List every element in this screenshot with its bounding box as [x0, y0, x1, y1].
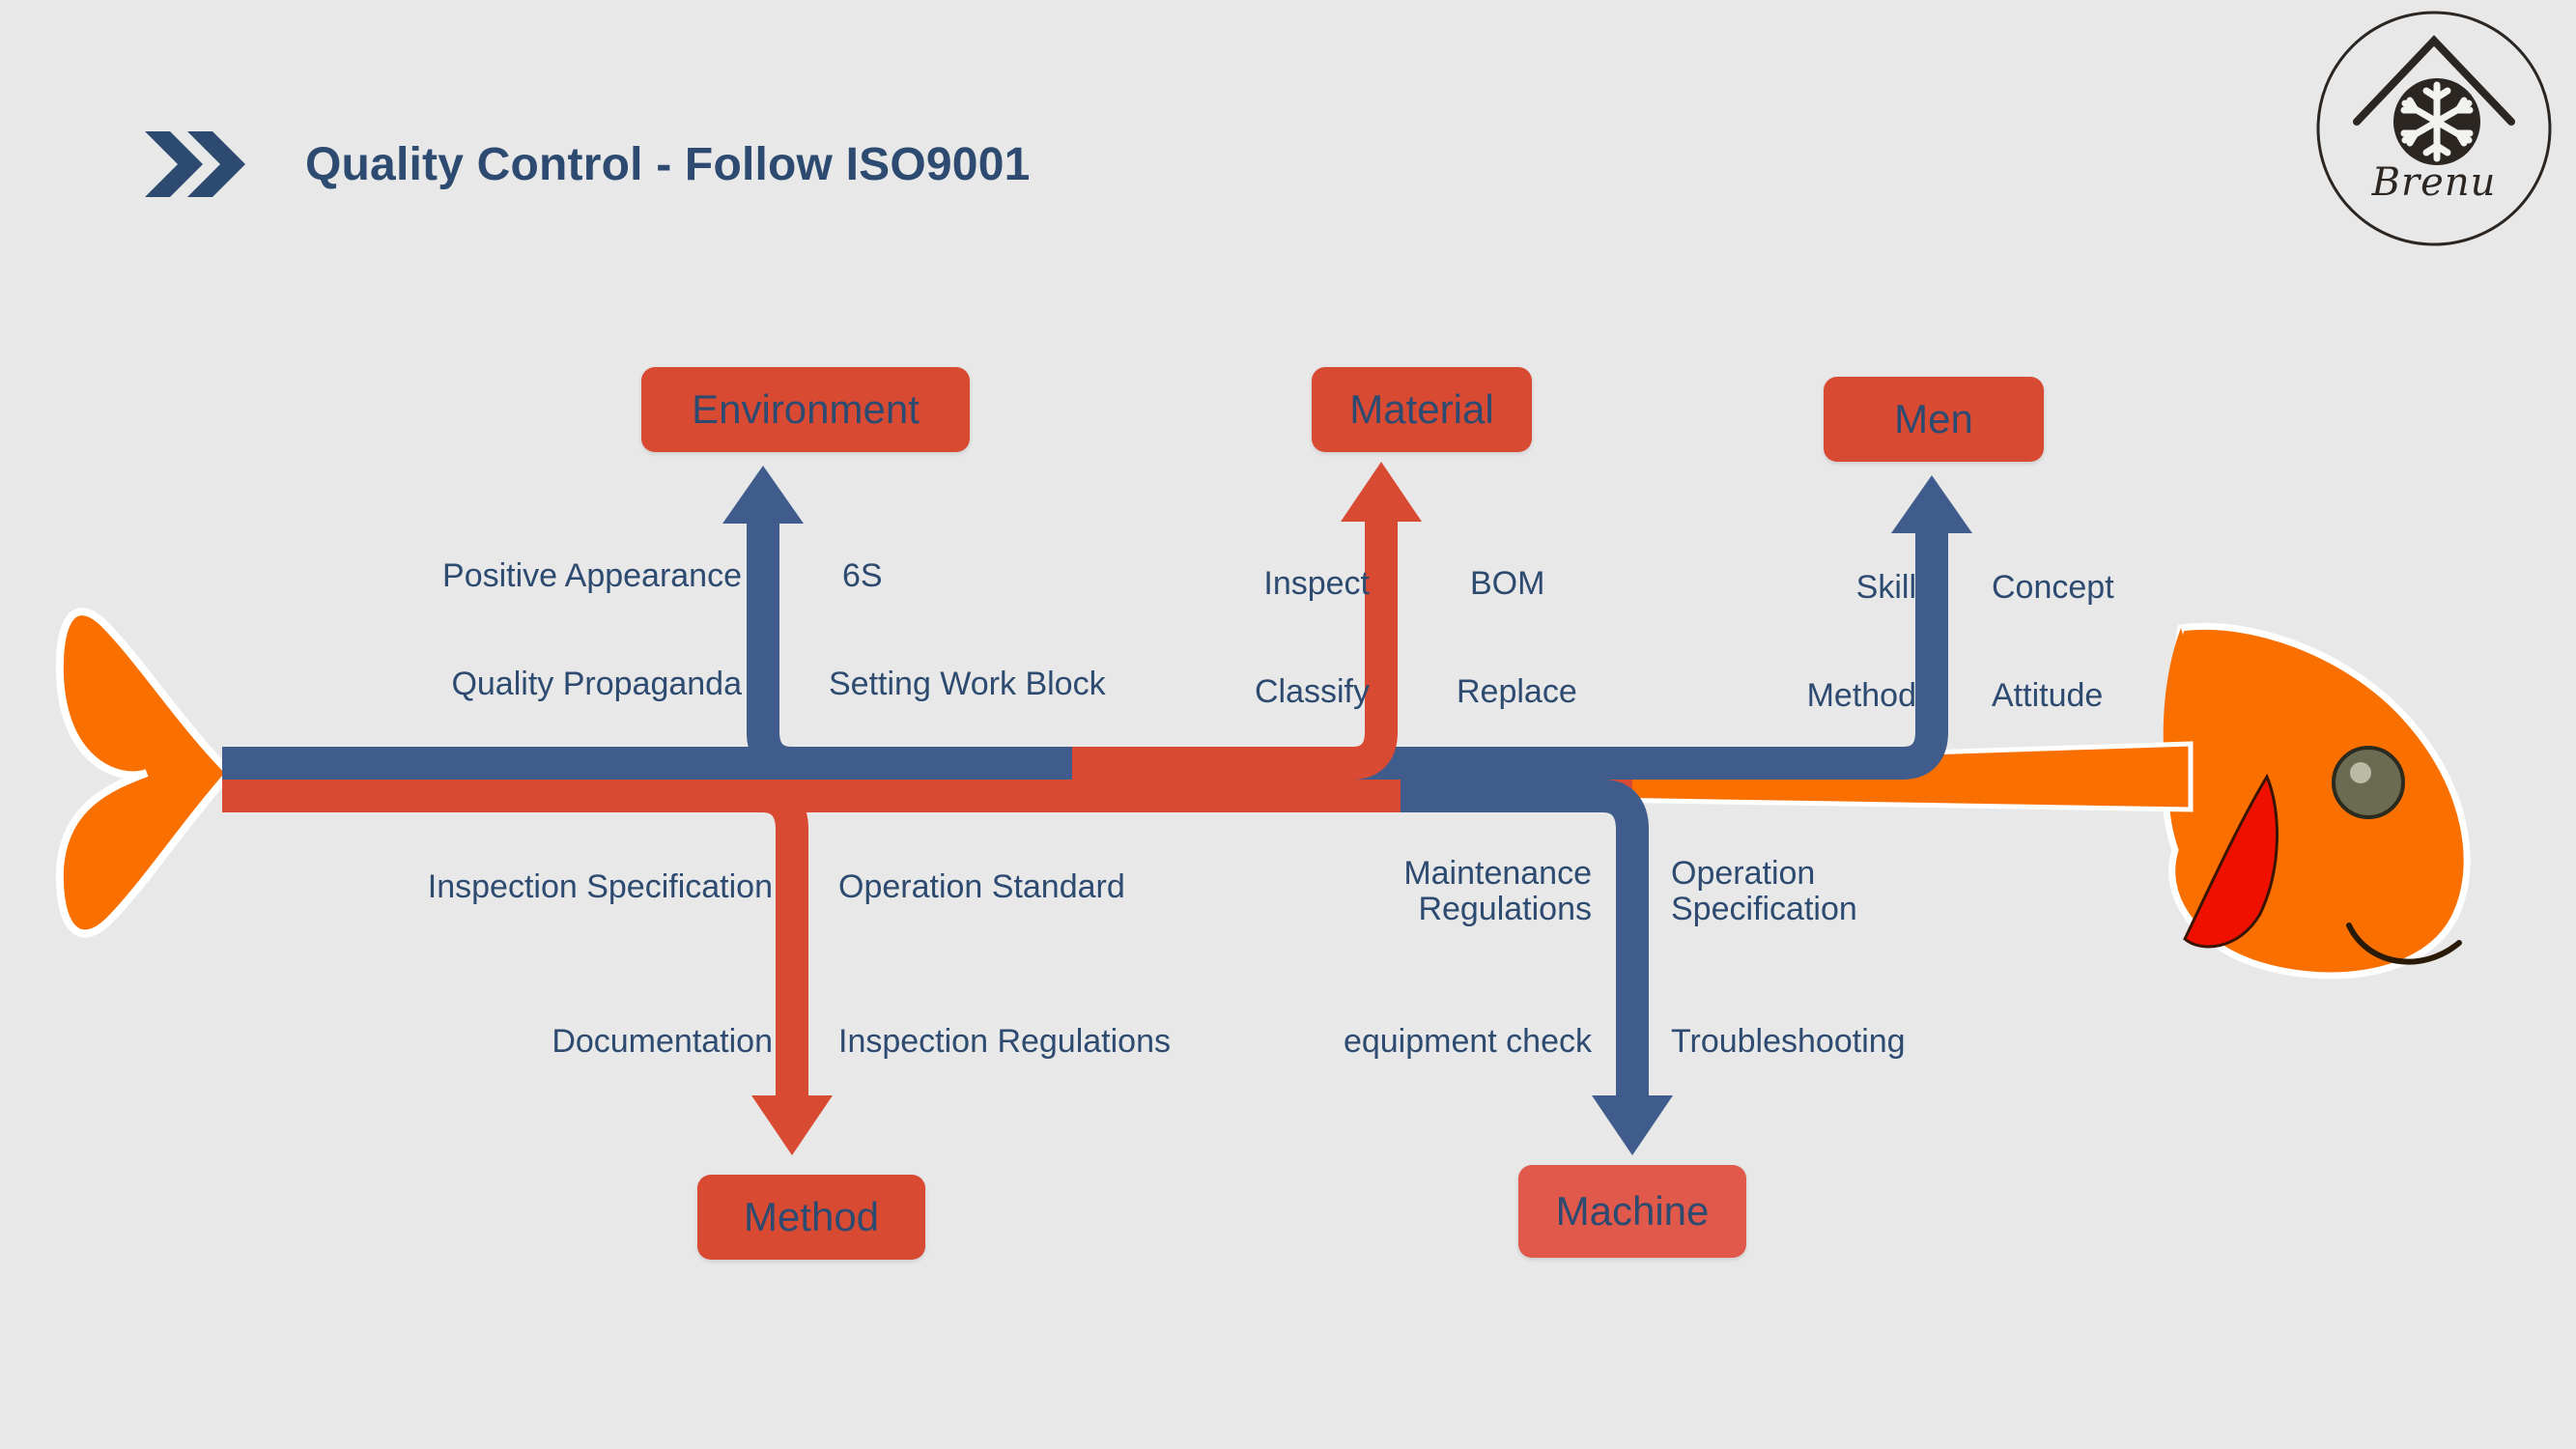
cause-environment-6s: 6S [842, 557, 883, 594]
category-label-men: Men [1894, 396, 1973, 441]
category-label-machine: Machine [1555, 1188, 1710, 1234]
branch-material-arrowhead [1341, 462, 1422, 522]
category-box-environment[interactable]: Environment [641, 367, 970, 452]
brand-logo: Brenu [2313, 8, 2555, 249]
cause-method-inspection-regulations: Inspection Regulations [838, 1023, 1172, 1060]
cause-environment-quality-propaganda: Quality Propaganda [451, 666, 742, 702]
cause-men-method: Method [1806, 677, 1916, 714]
branch-environment-line [747, 512, 850, 780]
branch-machine-line [1401, 780, 1649, 1101]
fish-eye [2332, 746, 2405, 819]
category-box-material[interactable]: Material [1312, 367, 1532, 452]
branch-method-arrowhead [751, 1095, 833, 1155]
category-label-method: Method [743, 1194, 880, 1239]
category-box-men[interactable]: Men [1824, 377, 2044, 462]
snowflake-icon [2393, 78, 2480, 165]
fish-mouth [2346, 923, 2462, 965]
cause-men-attitude: Attitude [1992, 677, 2104, 714]
branch-method-line [637, 780, 808, 1101]
cause-material-classify: Classify [1254, 673, 1370, 710]
cause-environment-setting-work-block: Setting Work Block [829, 666, 1106, 702]
roof-chevron-icon [2353, 35, 2515, 126]
header: Quality Control - Follow ISO9001 [145, 126, 1031, 203]
category-box-method[interactable]: Method [697, 1175, 925, 1260]
cause-environment-positive-appearance: Positive Appearance [442, 557, 742, 594]
category-label-environment: Environment [692, 386, 920, 432]
cause-material-inspect: Inspect [1263, 565, 1370, 602]
cause-material-bom: BOM [1470, 565, 1545, 602]
cause-machine-troubleshooting: Troubleshooting [1671, 1023, 1906, 1060]
branch-material-line [1072, 512, 1398, 780]
logo-mark [2316, 11, 2552, 246]
double-chevron-right-icon [145, 131, 245, 197]
logo-circle-outline [2316, 11, 2552, 246]
cause-machine-maintenance-regulations: Maintenance Regulations [1403, 855, 1592, 927]
cause-men-concept: Concept [1992, 569, 2114, 606]
branch-men-arrowhead [1891, 475, 1972, 533]
cause-method-inspection-specification: Inspection Specification [427, 868, 773, 905]
branch-machine-arrowhead [1592, 1095, 1673, 1155]
category-box-machine[interactable]: Machine [1518, 1165, 1746, 1258]
cause-material-replace: Replace [1457, 673, 1577, 710]
fish-tail [55, 608, 236, 938]
page-title: Quality Control - Follow ISO9001 [305, 138, 1031, 190]
branch-environment-arrowhead [722, 466, 804, 524]
cause-method-operation-standard: Operation Standard [838, 868, 1125, 905]
cause-method-documentation: Documentation [552, 1023, 773, 1060]
fish-gill [2183, 773, 2279, 949]
fish-eye-highlight [2350, 762, 2371, 783]
branch-men-line [1507, 522, 1948, 780]
cause-machine-equipment-check: equipment check [1343, 1023, 1592, 1060]
category-label-material: Material [1349, 386, 1494, 432]
logo-wordmark: Brenu [2371, 160, 2497, 205]
cause-machine-operation-specification: Operation Specification [1671, 855, 1857, 927]
cause-men-skill: Skill [1855, 569, 1916, 606]
